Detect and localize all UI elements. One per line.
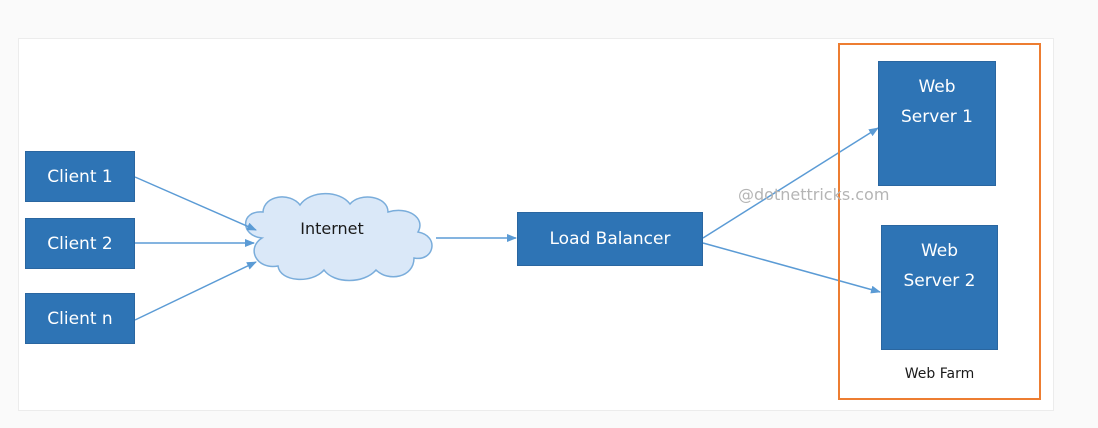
client-1-node: Client 1 [25,151,135,202]
arrow-loadbalancer-server1 [702,127,879,239]
web-server-2-node: Web Server 2 [881,225,998,350]
load-balancer-label: Load Balancer [549,229,671,249]
client-2-label: Client 2 [47,233,113,254]
client-2-node: Client 2 [25,218,135,269]
watermark-text: @dotnettricks.com [738,185,890,204]
web-farm-border [838,43,1041,400]
web-server-2-line2: Server 2 [903,271,976,291]
client-1-label: Client 1 [47,166,113,187]
arrow-loadbalancer-server2 [702,242,881,294]
web-server-1-node: Web Server 1 [878,61,996,186]
internet-label: Internet [300,219,364,238]
web-server-2-line1: Web [920,241,959,261]
web-server-1-line2: Server 1 [901,107,973,127]
internet-cloud [245,192,433,282]
load-balancer-node: Load Balancer [517,212,703,266]
web-server-1-line1: Web [918,77,956,97]
web-farm-label: Web Farm [904,366,975,382]
arrow-clientn-internet [134,261,257,321]
client-n-label: Client n [47,308,113,329]
client-n-node: Client n [25,293,135,344]
arrow-client1-internet [134,176,257,231]
